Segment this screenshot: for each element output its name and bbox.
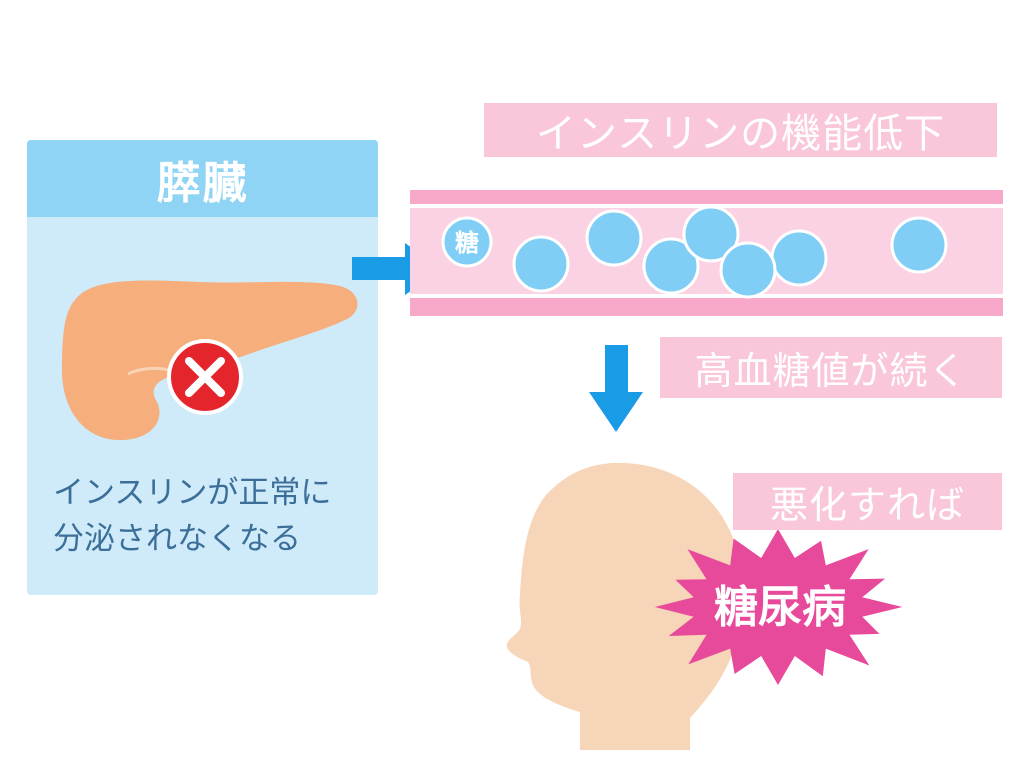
glucose-molecule <box>585 209 643 267</box>
label-if-worsens: 悪化すれば <box>733 473 1002 530</box>
glucose-molecule <box>682 205 740 263</box>
label-insulin-function-decline: インスリンの機能低下 <box>484 103 997 157</box>
glucose-molecule <box>770 229 828 287</box>
pancreas-panel-header: 膵臓 <box>27 140 378 217</box>
starburst-icon <box>654 529 903 685</box>
glucose-molecule <box>719 241 777 299</box>
glucose-molecule-labeled: 糖 <box>441 216 493 268</box>
pancreas-panel-title: 膵臓 <box>156 157 249 209</box>
pancreas-panel: 膵臓 インスリンが正常に 分泌されなくなる <box>27 140 378 595</box>
glucose-molecule <box>642 237 700 295</box>
glucose-molecule <box>890 216 948 274</box>
arrow-down-icon <box>589 345 643 432</box>
disease-name: 糖尿病 <box>714 582 846 633</box>
glucose-molecule <box>512 235 570 293</box>
pancreas-caption-line2: 分泌されなくなる <box>53 521 301 557</box>
glucose-label: 糖 <box>455 229 479 257</box>
label-high-blood-sugar: 高血糖値が続く <box>660 337 1002 398</box>
pancreas-caption: インスリンが正常に 分泌されなくなる <box>53 470 373 562</box>
head-silhouette <box>506 462 744 750</box>
pancreas-caption-line1: インスリンが正常に <box>53 475 332 511</box>
cross-mark-icon <box>167 339 243 415</box>
glucose-molecules <box>512 205 948 299</box>
diabetes-starburst: 糖尿病 <box>654 529 903 685</box>
